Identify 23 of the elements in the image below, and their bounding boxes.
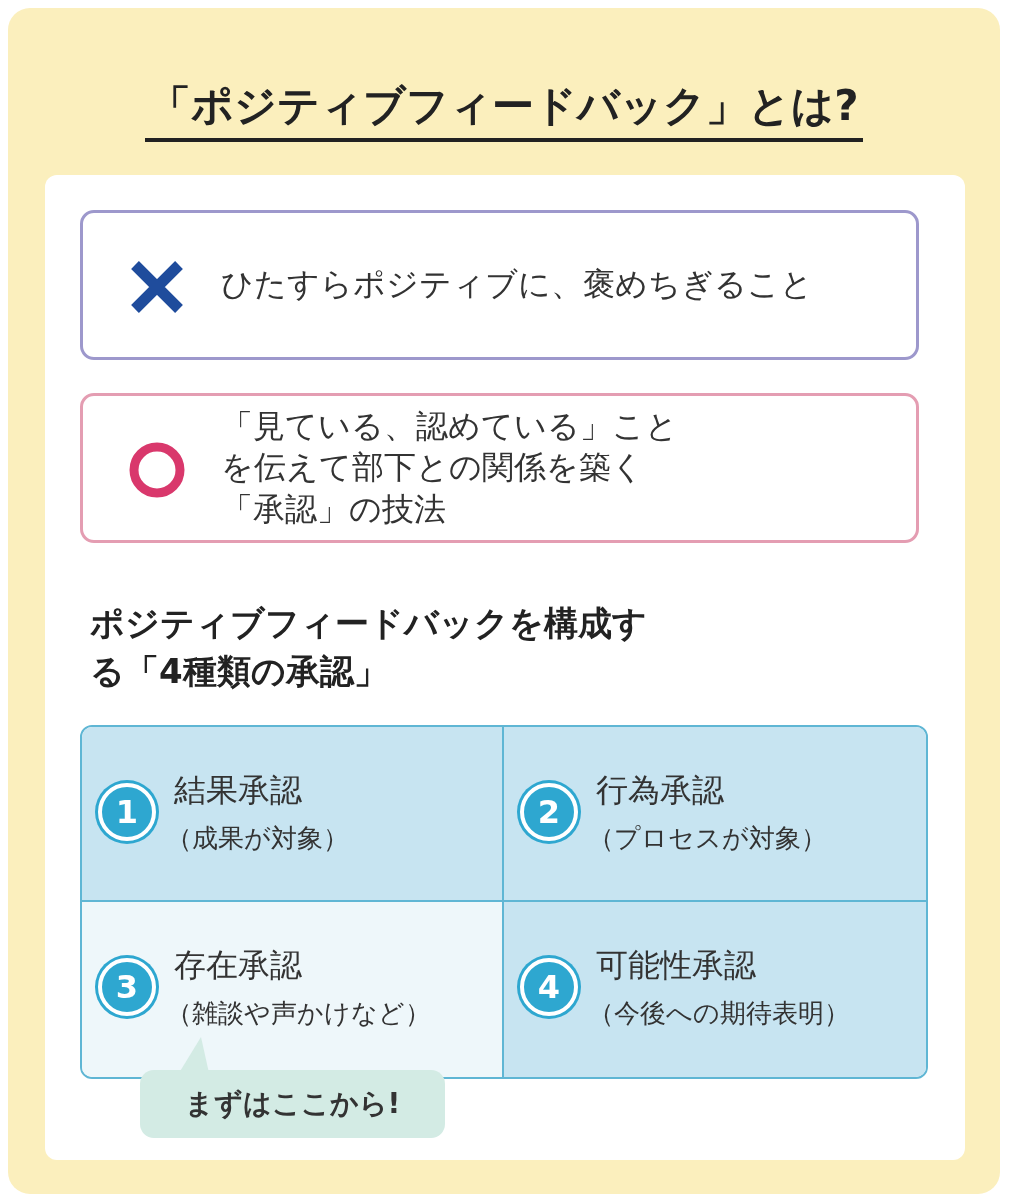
speech-bubble: まずはここから! xyxy=(140,1070,445,1138)
category-name: 可能性承認 xyxy=(596,945,756,986)
section-heading: ポジティブフィードバックを構成する「4種類の承認」 xyxy=(90,602,648,693)
statement-text: 「見ている、認めている」ことを伝えて部下との関係を築く「承認」の技法 xyxy=(221,405,679,530)
title: 「ポジティブフィードバック」とは? xyxy=(145,78,863,142)
category-note: （成果が対象） xyxy=(166,822,349,855)
category-cell xyxy=(82,727,504,902)
number-badge: 4 xyxy=(520,958,578,1016)
category-cell xyxy=(504,727,926,902)
category-cell xyxy=(504,902,926,1077)
category-note: （雑談や声かけなど） xyxy=(166,997,431,1030)
category-name: 行為承認 xyxy=(596,770,724,811)
statement-box xyxy=(80,393,919,543)
category-name: 結果承認 xyxy=(174,770,302,811)
category-note: （今後への期待表明） xyxy=(588,997,850,1030)
statement-box xyxy=(80,210,919,360)
statement-text: ひたすらポジティブに、褒めちぎること xyxy=(221,264,814,306)
category-name: 存在承認 xyxy=(174,945,302,986)
category-note: （プロセスが対象） xyxy=(588,822,827,855)
number-badge: 3 xyxy=(98,958,156,1016)
number-badge: 1 xyxy=(98,783,156,841)
number-badge: 2 xyxy=(520,783,578,841)
category-cell xyxy=(82,902,504,1077)
